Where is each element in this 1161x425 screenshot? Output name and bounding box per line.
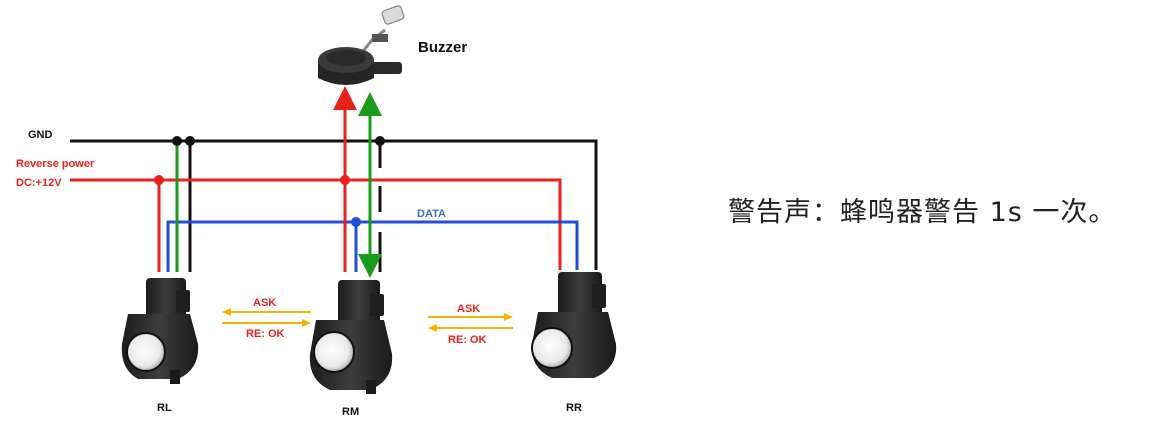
sensor-rm — [309, 280, 393, 394]
handshake-rm-rr — [428, 313, 513, 332]
data-wire — [166, 220, 579, 272]
reverse-power-label: Reverse power — [16, 158, 95, 170]
dc-voltage-label: DC:+12V — [16, 177, 62, 189]
handshake-rl-rm — [222, 308, 311, 327]
buzzer-label: Buzzer — [418, 39, 467, 56]
ask-label-right: ASK — [457, 303, 480, 315]
junction-dots — [154, 136, 385, 227]
ask-label-left: ASK — [253, 297, 276, 309]
buzzer-device — [318, 5, 405, 85]
gnd-wire — [70, 139, 598, 272]
warning-sound-note: 警告声：蜂鸣器警告 1s 一次。 — [728, 197, 1117, 228]
power-wire — [70, 178, 562, 272]
sensor-rr — [531, 272, 617, 378]
sensor-rr-label: RR — [566, 402, 582, 414]
data-label: DATA — [417, 208, 446, 220]
re-ok-label-left: RE: OK — [246, 328, 285, 340]
gnd-label: GND — [28, 129, 53, 141]
sensor-rl-label: RL — [157, 402, 172, 414]
buzzer-wires — [175, 86, 382, 278]
re-ok-label-right: RE: OK — [448, 334, 487, 346]
sensor-rm-label: RM — [342, 406, 359, 418]
sensor-rl — [121, 278, 199, 384]
